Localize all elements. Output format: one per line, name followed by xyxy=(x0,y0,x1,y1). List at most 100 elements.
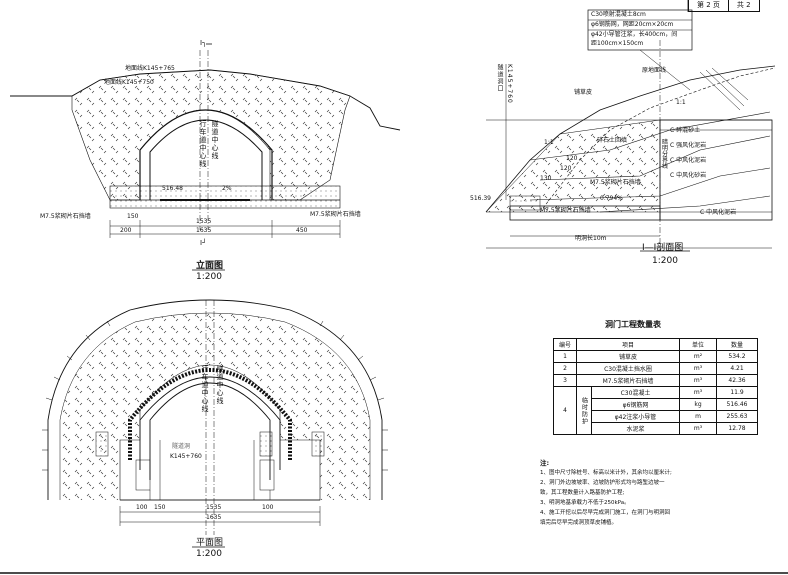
section-drawing xyxy=(485,9,776,252)
cell-qty: 42.36 xyxy=(716,374,758,387)
plan-dim-150: 150 xyxy=(154,504,166,511)
col-header-unit: 单位 xyxy=(679,338,717,351)
cell-unit: m xyxy=(679,410,717,423)
plan-station: K145+760 xyxy=(170,453,202,460)
ground-label-top: 地面线K145+765 xyxy=(125,65,175,72)
elev-centerline-left: 行车道中心线 xyxy=(199,120,207,168)
ratio-2: 1:1 xyxy=(676,99,686,106)
table-row: 2 C30混凝土挡水圈 m³ 4.21 xyxy=(553,362,758,375)
plan-dim-100b: 100 xyxy=(262,504,274,511)
strata-side-2: 明 xyxy=(662,145,669,152)
note-line: 2、洞门外边坡坡率、边坡防护形式均与路堑边坡一 xyxy=(540,480,665,486)
cell-qty: 11.9 xyxy=(716,386,758,399)
elev-wall-left: M7.5浆砌片石挡墙 xyxy=(40,213,91,220)
page-number: 第 2 页 xyxy=(689,0,729,11)
strata-legend: C 碎混砂土 C 强风化泥岩 C 中风化泥岩 C 中风化砂岩 xyxy=(670,128,706,188)
cell-item: φ42注浆小导管 xyxy=(591,410,680,423)
note-line: 致，其工程数量计入路基防护工程; xyxy=(540,490,625,496)
table-row: 水泥浆 m³ 12.78 xyxy=(554,422,758,435)
stratum-4: C 中风化砂岩 xyxy=(670,172,707,179)
strata-side-4: 界 xyxy=(662,157,669,164)
cell-qty: 4.21 xyxy=(716,362,758,375)
elevation-title: 立面图 xyxy=(196,261,224,271)
note-line: 3、明洞地基承载力不低于250kPa。 xyxy=(540,500,630,506)
note-line: 4、施工开挖以后尽早完成洞门施工，在洞门与明洞回 xyxy=(540,510,671,516)
section-mark-bottom: I┘ xyxy=(200,239,207,247)
cell-unit: kg xyxy=(679,398,717,411)
note-line: 填完后尽早完成洞顶草皮铺植。 xyxy=(540,520,618,526)
dim-120b: 120 xyxy=(560,165,572,172)
cell-qty: 12.78 xyxy=(716,422,758,435)
section-grade: 0.794% xyxy=(600,195,623,202)
stratum-2: C 强风化泥岩 xyxy=(670,142,707,149)
stratum-1: C 碎混砂土 xyxy=(670,127,701,134)
strata-side-1: 暗 xyxy=(662,139,669,146)
tunnel-length: 明洞长10m xyxy=(575,235,607,242)
ground-label-mid: 地面线K145+750 xyxy=(104,79,154,86)
callout-line-4: 距100cm×150cm xyxy=(591,40,644,47)
page-header: 第 2 页 共 2 xyxy=(688,0,760,12)
plan-station-label: 隧道洞 xyxy=(172,443,191,450)
elev-centerline-right: 隧道中心线 xyxy=(211,120,219,160)
col-header-item: 项目 xyxy=(576,338,680,351)
elevation-scale: 1:200 xyxy=(196,272,222,282)
elev-dim-1535: 1535 xyxy=(196,218,212,225)
table-row: φ6钢筋网 kg 516.46 xyxy=(554,398,758,411)
section-mark-top: I┐ xyxy=(200,39,207,47)
plan-drawing xyxy=(42,299,388,548)
cell-no: 1 xyxy=(553,350,577,363)
section-wall-label: M7.5浆砌片石挡墙 xyxy=(590,179,641,186)
plan-dim-100a: 100 xyxy=(136,504,148,511)
section-title: I—I剖面图 xyxy=(642,243,684,253)
elev-dim-200: 200 xyxy=(120,227,132,234)
portal-station: K145+760 xyxy=(506,64,513,104)
elev-elevation: 516.48 xyxy=(162,185,183,192)
ground-line-label: 原地面线 xyxy=(642,67,667,74)
cell-unit: m³ xyxy=(679,422,717,435)
section-wall2-label: M7.5浆砌片石挡墙 xyxy=(540,207,591,214)
col-header-no: 编号 xyxy=(553,338,577,351)
table-row: 4 临时防护 C30混凝土 m³ 11.9 xyxy=(553,386,758,435)
portal-label: 隧道洞口 xyxy=(496,64,503,92)
cell-unit: m³ xyxy=(679,374,717,387)
plan-centerline-right: 隧道中心线 xyxy=(216,365,224,405)
cell-group: 临时防护 xyxy=(576,386,592,435)
elevation-drawing xyxy=(10,43,401,271)
callout-line-2: φ6钢筋网，网距20cm×20cm xyxy=(591,21,674,28)
cell-unit: m² xyxy=(679,350,717,363)
quantity-table: 编号 项目 单位 数量 1 铺草皮 m² 534.2 2 C30混凝土挡水圈 m… xyxy=(553,338,758,435)
fill-label: 碎石土回填 xyxy=(597,137,628,144)
cell-unit: m³ xyxy=(679,386,717,399)
plan-dim-1635: 1635 xyxy=(206,514,222,521)
slope-cover-label: 铺草皮 xyxy=(574,89,593,96)
elev-dim-1635: 1635 xyxy=(196,227,212,234)
dim-130: 130 xyxy=(540,175,552,182)
elev-slope: 2% xyxy=(222,185,232,192)
cell-no: 3 xyxy=(553,374,577,387)
callout-line-3: φ42小导管注浆，长400cm，间 xyxy=(591,31,678,38)
dim-120a: 120 xyxy=(566,155,578,162)
table-row: 1 铺草皮 m² 534.2 xyxy=(553,350,758,363)
stratum-5: C 中风化泥岩 xyxy=(700,209,737,216)
cell-item: M7.5浆砌片石挡墙 xyxy=(576,374,680,387)
cell-item: φ6钢筋网 xyxy=(591,398,680,411)
strata-side-3: 分 xyxy=(662,151,669,158)
cell-item: 铺草皮 xyxy=(576,350,680,363)
page-total: 共 2 xyxy=(736,1,751,9)
quantity-table-title: 洞门工程数量表 xyxy=(605,320,661,329)
plan-title: 平面图 xyxy=(196,538,224,548)
elev-wall-right: M7.5浆砌片石挡墙 xyxy=(310,211,361,218)
ratio-1: 1:1 xyxy=(544,139,554,146)
note-line: 1、图中尺寸除桩号、标高以米计外，其余均以厘米计; xyxy=(540,470,672,476)
cell-item: 水泥浆 xyxy=(591,422,680,435)
callout-line-1: C30喷射混凝土8cm xyxy=(591,11,646,18)
elev-dim-150: 150 xyxy=(127,213,139,220)
cell-qty: 516.46 xyxy=(716,398,758,411)
col-header-qty: 数量 xyxy=(716,338,758,351)
plan-centerline-left: 行车道中心线 xyxy=(201,365,209,413)
table-row: φ42注浆小导管 m 255.63 xyxy=(554,410,758,423)
section-elev: 516.39 xyxy=(470,195,491,202)
cell-no: 2 xyxy=(553,362,577,375)
cell-qty: 534.2 xyxy=(716,350,758,363)
